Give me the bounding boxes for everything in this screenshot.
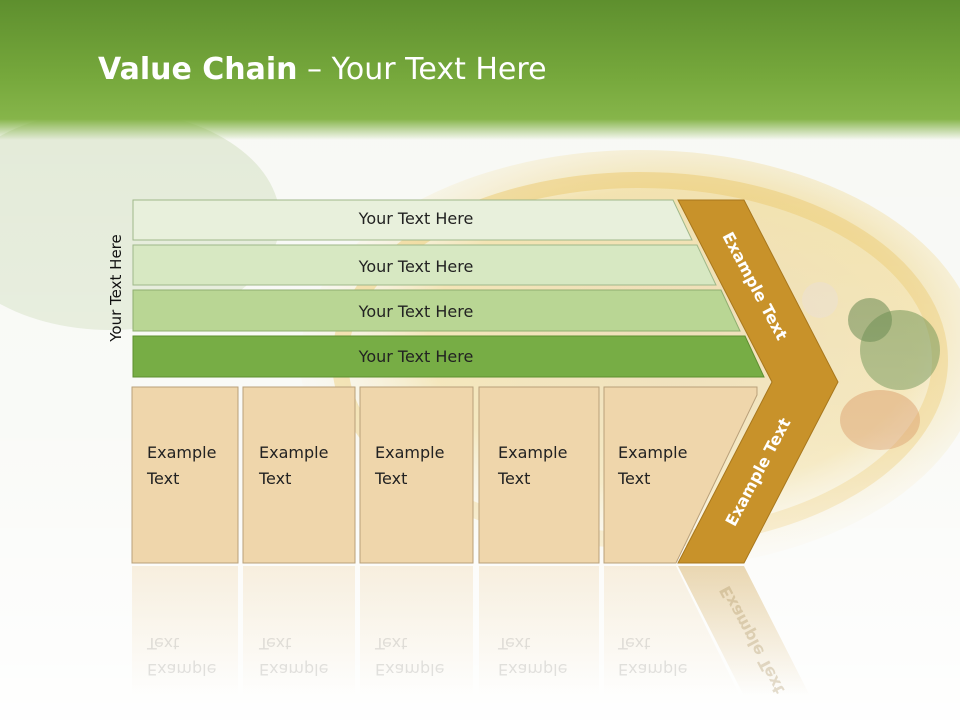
reflection-box-5 xyxy=(604,566,740,696)
slide-title: Value Chain – Your Text Here xyxy=(98,52,547,87)
bar-1-label: Your Text Here xyxy=(358,209,474,228)
box-2 xyxy=(242,386,356,564)
reflection-box-2 xyxy=(243,566,355,696)
box-4 xyxy=(478,386,600,564)
bar-2-label: Your Text Here xyxy=(358,257,474,276)
reflection-box-3 xyxy=(360,566,473,696)
bar-3-label: Your Text Here xyxy=(358,302,474,321)
bar-4-label: Your Text Here xyxy=(358,347,474,366)
header-band xyxy=(0,0,960,140)
box-5 xyxy=(603,386,758,564)
title-rest: – Your Text Here xyxy=(297,52,547,87)
reflection-box-4 xyxy=(479,566,599,696)
reflection-chevron xyxy=(678,566,810,696)
chevron-arrow xyxy=(677,199,839,564)
bar-1 xyxy=(132,199,693,241)
box-1 xyxy=(131,386,239,564)
box-3 xyxy=(359,386,474,564)
title-bold: Value Chain xyxy=(98,52,298,87)
bar-4 xyxy=(132,335,765,378)
bar-3 xyxy=(132,289,741,332)
bar-2 xyxy=(132,244,717,286)
reflection-box-1 xyxy=(132,566,238,696)
